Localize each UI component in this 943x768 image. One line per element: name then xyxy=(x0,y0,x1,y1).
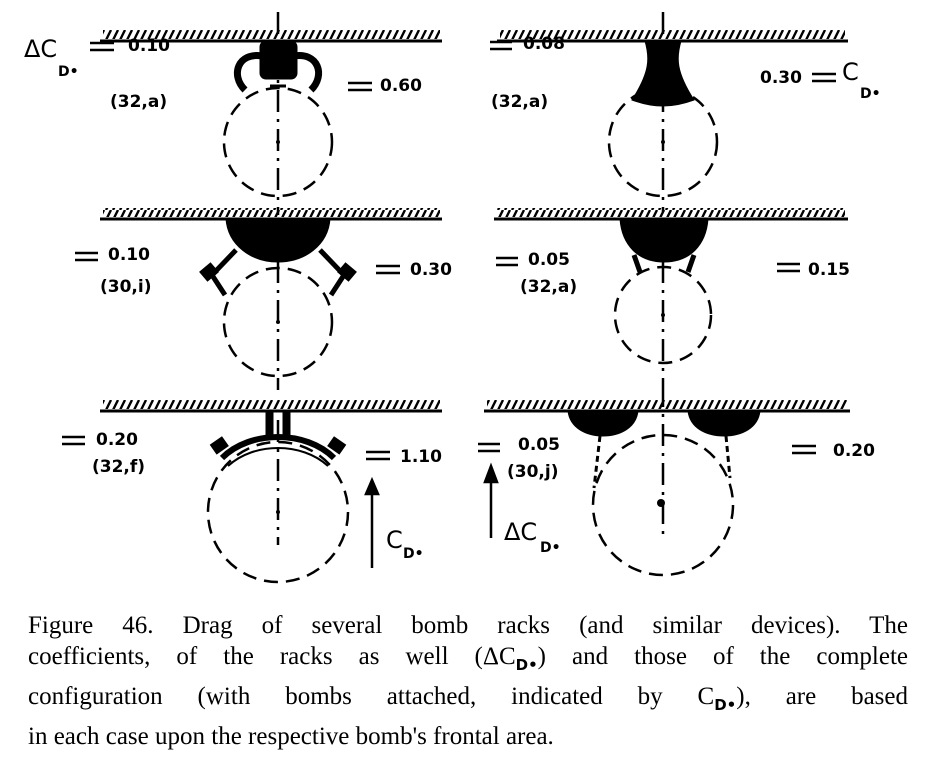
rack-drag-value: 0.10 xyxy=(108,245,150,265)
rack-drag-value: 0.10 xyxy=(128,36,170,56)
cd-subscript: D• xyxy=(860,86,881,102)
caption-text: configuration (with bombs attached, indi… xyxy=(28,683,715,710)
delta-cd-symbol: ΔC xyxy=(24,35,57,63)
total-drag-value: 1.10 xyxy=(400,447,442,467)
delta-cd-subscript: D• xyxy=(58,64,79,80)
caption-text: ), are based xyxy=(736,683,909,710)
caption-text: coefficients, of the racks as well (ΔC xyxy=(28,643,516,670)
reference-code: (30,i) xyxy=(100,277,151,297)
rack-shape xyxy=(199,218,357,297)
total-drag-value: 0.30 xyxy=(760,68,802,88)
reference-code: (30,j) xyxy=(507,462,558,482)
rack-drag-value: 0.08 xyxy=(523,34,565,54)
rack-drag-value: 0.05 xyxy=(528,250,570,270)
wall xyxy=(100,400,442,413)
reference-code: (32,a) xyxy=(110,92,167,112)
bomb-outline xyxy=(206,86,735,584)
caption-line: Figure 46. Drag of several bomb racks (a… xyxy=(28,612,908,639)
caption-line: coefficients, of the racks as well (ΔCD•… xyxy=(28,641,908,681)
figure-caption: Figure 46. Drag of several bomb racks (a… xyxy=(28,610,908,752)
arrow-icon xyxy=(364,476,380,568)
delta-cd-subscript: D• xyxy=(540,540,561,556)
rack-shape xyxy=(209,410,347,467)
wall xyxy=(484,400,850,413)
wall xyxy=(494,208,848,221)
rack-drag-value: 0.05 xyxy=(518,435,560,455)
arrow-icon xyxy=(483,462,499,538)
caption-text: ) and those of the complete xyxy=(537,643,908,670)
caption-line: in each case upon the respective bomb's … xyxy=(28,723,554,750)
rack-shape xyxy=(233,40,323,93)
center-line xyxy=(276,12,665,545)
rack-drag-value: 0.20 xyxy=(96,430,138,450)
reference-code: (32,a) xyxy=(520,277,577,297)
wall xyxy=(100,208,442,221)
delta-cd-symbol: ΔC xyxy=(504,518,537,546)
total-drag-value: 0.20 xyxy=(833,441,875,461)
reference-code: (32,a) xyxy=(491,92,548,112)
rack-shape xyxy=(619,218,709,273)
caption-subscript: D• xyxy=(714,696,737,714)
cd-symbol: C xyxy=(386,526,403,554)
equals-sign xyxy=(62,40,836,461)
rack-shape xyxy=(631,40,695,107)
reference-code: (32,f) xyxy=(92,457,145,477)
caption-line: configuration (with bombs attached, indi… xyxy=(28,681,908,721)
rack-shape xyxy=(567,410,761,489)
total-drag-value: 0.30 xyxy=(410,260,452,280)
total-drag-value: 0.15 xyxy=(808,260,850,280)
cd-symbol: C xyxy=(842,58,859,86)
bomb-rack-figure: ΔC D• C D• C D• ΔC D• 0.10 (32,a) 0.60 0… xyxy=(24,12,881,584)
cd-subscript: D• xyxy=(403,546,424,562)
total-drag-value: 0.60 xyxy=(380,76,422,96)
caption-subscript: D• xyxy=(515,656,538,674)
